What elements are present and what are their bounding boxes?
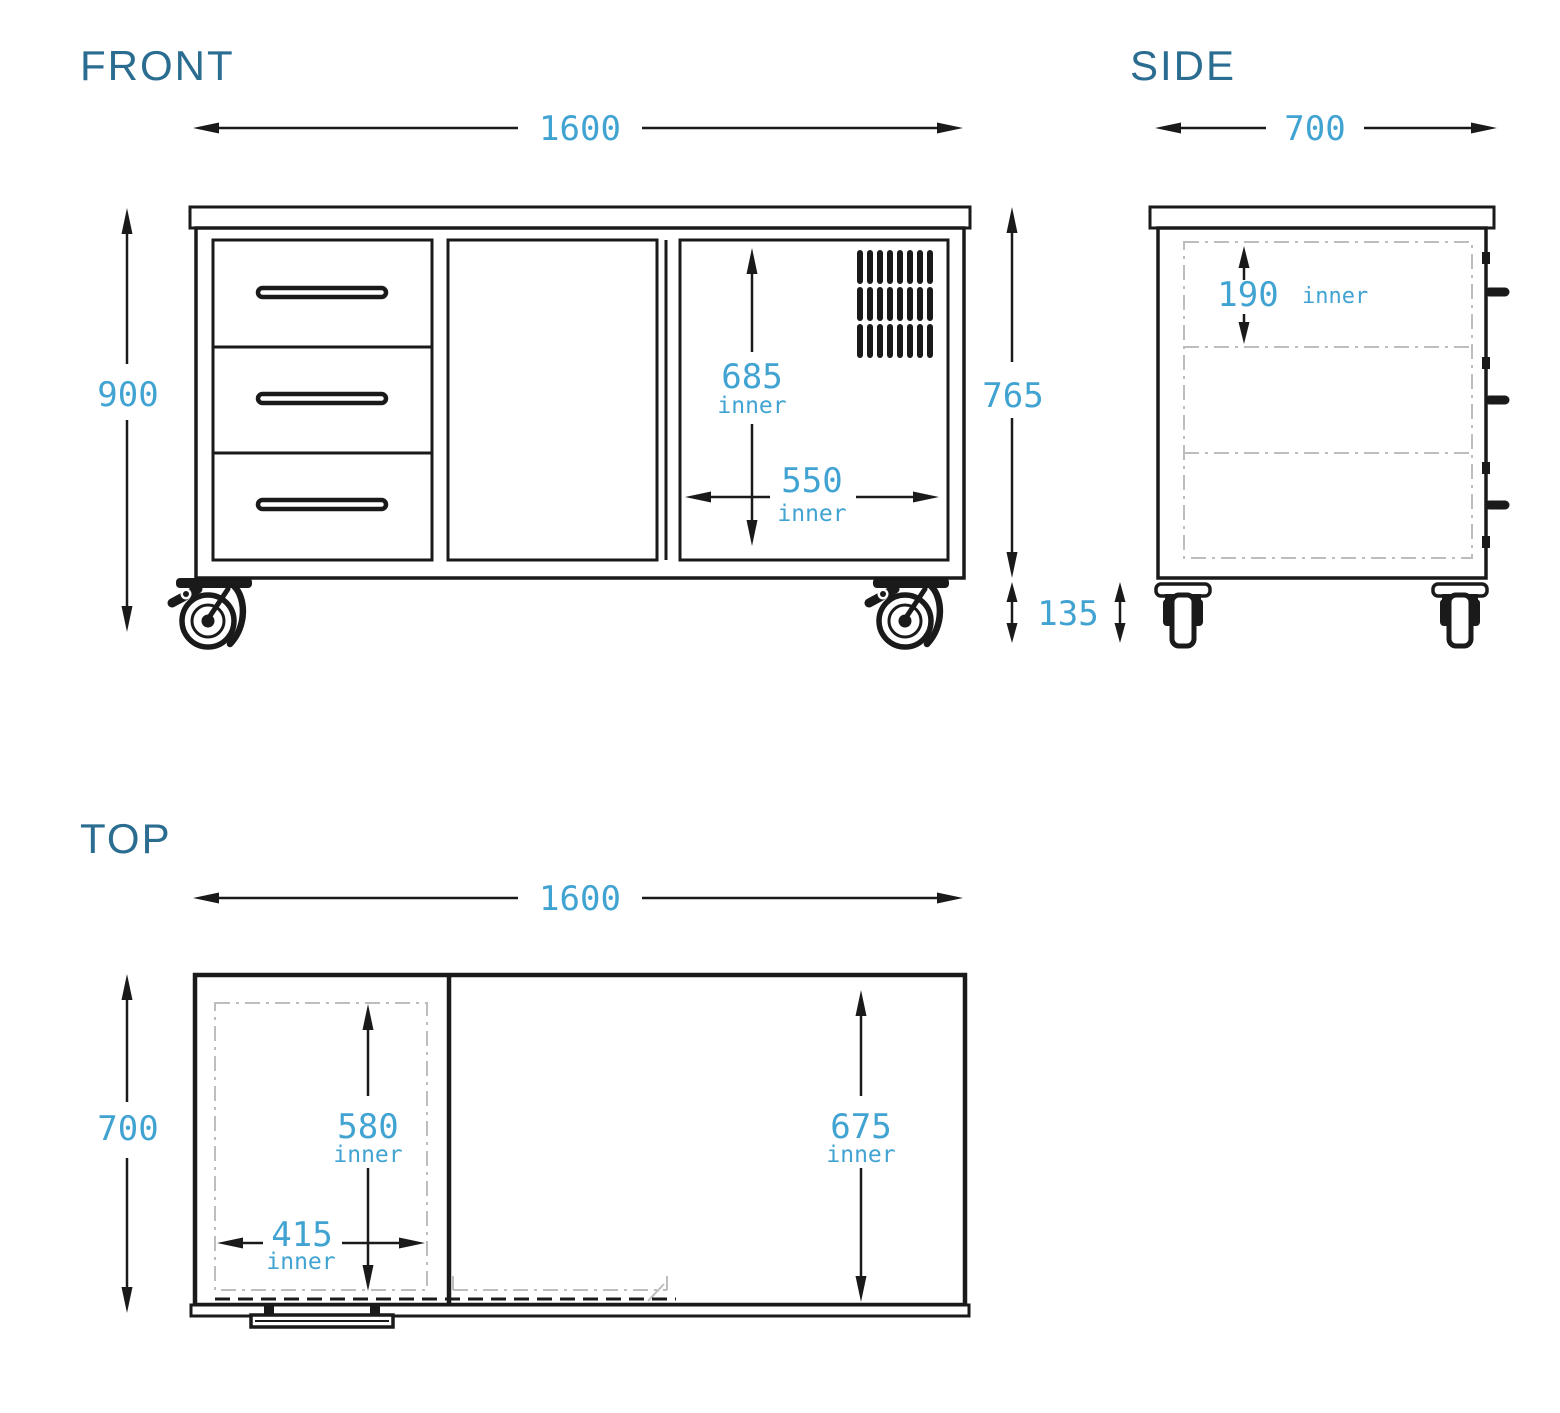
side-drawer-inner-note: inner — [1302, 284, 1368, 309]
arrow-up-icon — [1114, 582, 1126, 602]
side-drawer-handles — [1482, 252, 1510, 548]
top-cabinet-outline — [189, 972, 971, 1318]
arrow-left-icon — [1155, 122, 1181, 134]
arrow-down-icon — [1238, 322, 1250, 344]
arrow-down-icon — [1114, 623, 1126, 643]
cabinet-body — [192, 972, 968, 1308]
side-view: SIDE 700 190 inner — [1130, 42, 1510, 646]
arrow-left-icon — [685, 491, 711, 503]
counter-top — [1148, 205, 1496, 230]
top-drawer-inner-depth-value: 580 — [337, 1107, 398, 1147]
arrow-up-icon — [362, 1004, 374, 1030]
caster-height-dimension — [1006, 582, 1126, 643]
side-overall-depth-value: 700 — [1284, 109, 1345, 149]
arrow-left-icon — [193, 892, 219, 904]
drawer-inner-hidden-outline — [214, 1002, 428, 1291]
arrow-up-icon — [1006, 582, 1018, 602]
front-overall-height-dimension — [121, 208, 133, 632]
front-inner-width-note: inner — [777, 501, 846, 527]
front-inner-width-value: 550 — [781, 461, 842, 501]
counter-front-edge — [189, 1303, 971, 1318]
caster-height-value: 135 — [1037, 594, 1098, 634]
caster-front-right — [869, 578, 949, 647]
arrow-down-icon — [121, 1287, 133, 1313]
front-body-height-value: 765 — [982, 376, 1043, 416]
top-drawer-inner-depth-dimension — [362, 1004, 374, 1291]
top-view: TOP 1600 700 — [80, 815, 971, 1329]
arrow-up-icon — [746, 248, 758, 274]
side-drawer-inner-value: 190 — [1217, 275, 1278, 315]
arrow-down-icon — [1006, 552, 1018, 578]
cabinet-body — [1156, 226, 1488, 580]
arrow-up-icon — [121, 974, 133, 1000]
top-compartment-inner-depth-note: inner — [826, 1142, 895, 1168]
top-overall-width-value: 1600 — [539, 879, 621, 919]
arrow-up-icon — [855, 990, 867, 1016]
arrow-down-icon — [746, 520, 758, 546]
arrow-down-icon — [1006, 623, 1018, 643]
caster-side-right — [1433, 584, 1487, 646]
counter-top — [188, 205, 972, 230]
side-overall-depth-dimension — [1155, 122, 1497, 134]
arrow-down-icon — [121, 606, 133, 632]
drawer-handle — [255, 497, 389, 512]
top-overall-width-dimension — [193, 892, 963, 904]
top-drawer-inner-width-dimension — [217, 1237, 425, 1249]
drawer-handle — [255, 391, 389, 406]
top-hidden-lines — [214, 1002, 676, 1302]
top-compartment-inner-depth-dimension — [855, 990, 867, 1302]
side-cabinet-outline — [1148, 205, 1496, 580]
side-drawer-inner-dimension — [1238, 246, 1250, 344]
top-overall-depth-value: 700 — [97, 1109, 158, 1149]
side-hidden-drawer-lines — [1183, 241, 1473, 559]
arrow-right-icon — [1471, 122, 1497, 134]
front-inner-height-dimension — [746, 248, 758, 546]
ventilation-grille-icon — [857, 250, 933, 358]
top-view-title: TOP — [80, 815, 172, 862]
top-compartment-inner-depth-value: 675 — [830, 1107, 891, 1147]
arrow-up-icon — [1006, 207, 1018, 233]
arrow-up-icon — [121, 208, 133, 234]
top-drawer-inner-depth-note: inner — [333, 1142, 402, 1168]
drawer-unit — [211, 238, 434, 562]
front-overall-width-dimension — [193, 122, 963, 134]
caster-side-left — [1156, 584, 1210, 646]
top-drawer-inner-width-value: 415 — [271, 1215, 332, 1255]
top-drawer-inner-width-note: inner — [266, 1249, 335, 1275]
arrow-right-icon — [937, 892, 963, 904]
front-overall-height-value: 900 — [97, 375, 158, 415]
arrow-left-icon — [217, 1237, 243, 1249]
arrow-left-icon — [193, 122, 219, 134]
side-view-title: SIDE — [1130, 42, 1236, 89]
arrow-down-icon — [855, 1276, 867, 1302]
drawer-handle — [255, 285, 389, 300]
front-view-title: FRONT — [80, 42, 235, 89]
front-inner-width-dimension — [685, 491, 939, 503]
front-view: FRONT 1600 900 — [80, 42, 1126, 647]
caster-front-left — [172, 578, 252, 647]
arrow-right-icon — [399, 1237, 425, 1249]
arrow-down-icon — [362, 1265, 374, 1291]
arrow-right-icon — [937, 122, 963, 134]
top-overall-depth-dimension — [121, 974, 133, 1313]
top-drawer-handle — [249, 1303, 395, 1329]
door-panel — [446, 238, 668, 562]
front-body-height-dimension — [1006, 207, 1018, 578]
front-overall-width-value: 1600 — [539, 109, 621, 149]
refrigeration-compartment — [678, 238, 950, 562]
arrow-right-icon — [913, 491, 939, 503]
front-inner-height-note: inner — [717, 393, 786, 419]
front-inner-height-value: 685 — [721, 357, 782, 397]
arrow-up-icon — [1238, 246, 1250, 268]
